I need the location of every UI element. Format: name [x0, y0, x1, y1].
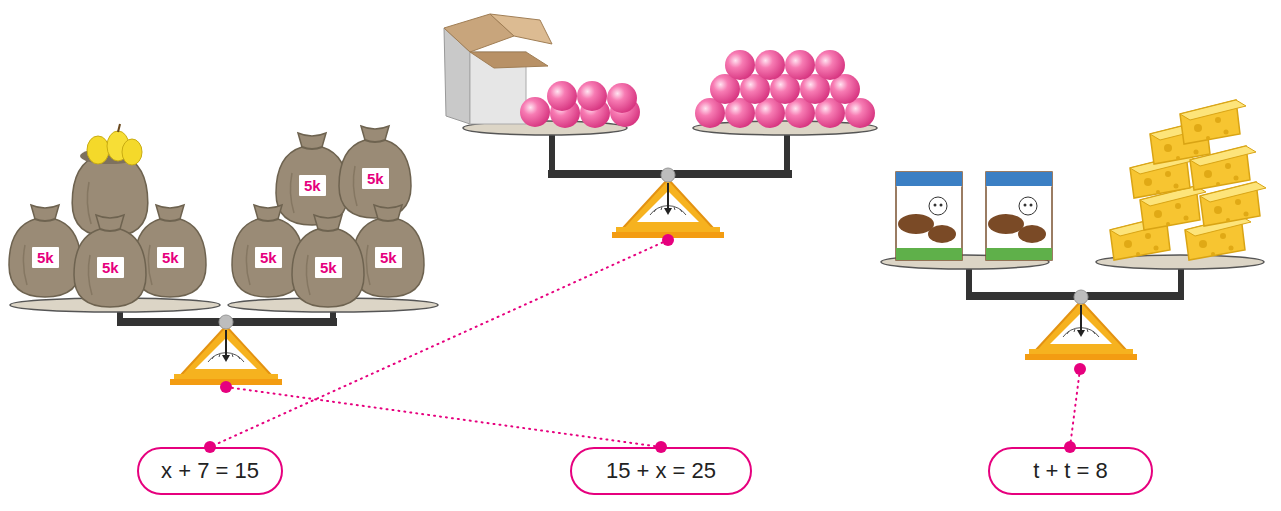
equation-text: x + 7 = 15 [161, 458, 259, 484]
equation-pill: t + t = 8 [988, 447, 1153, 495]
equation-text: 15 + x = 25 [606, 458, 716, 484]
weight-tag: 5k [299, 175, 326, 196]
weight-tag: 5k [97, 257, 124, 278]
equation-pill: 15 + x = 25 [570, 447, 752, 495]
weight-tag: 5k [32, 247, 59, 268]
weight-tag: 5k [315, 257, 342, 278]
weight-tag: 5k [255, 247, 282, 268]
weight-tag: 5k [362, 168, 389, 189]
weight-tag: 5k [157, 247, 184, 268]
equation-pill: x + 7 = 15 [137, 447, 283, 495]
weight-tag: 5k [375, 247, 402, 268]
equation-text: t + t = 8 [1033, 458, 1108, 484]
